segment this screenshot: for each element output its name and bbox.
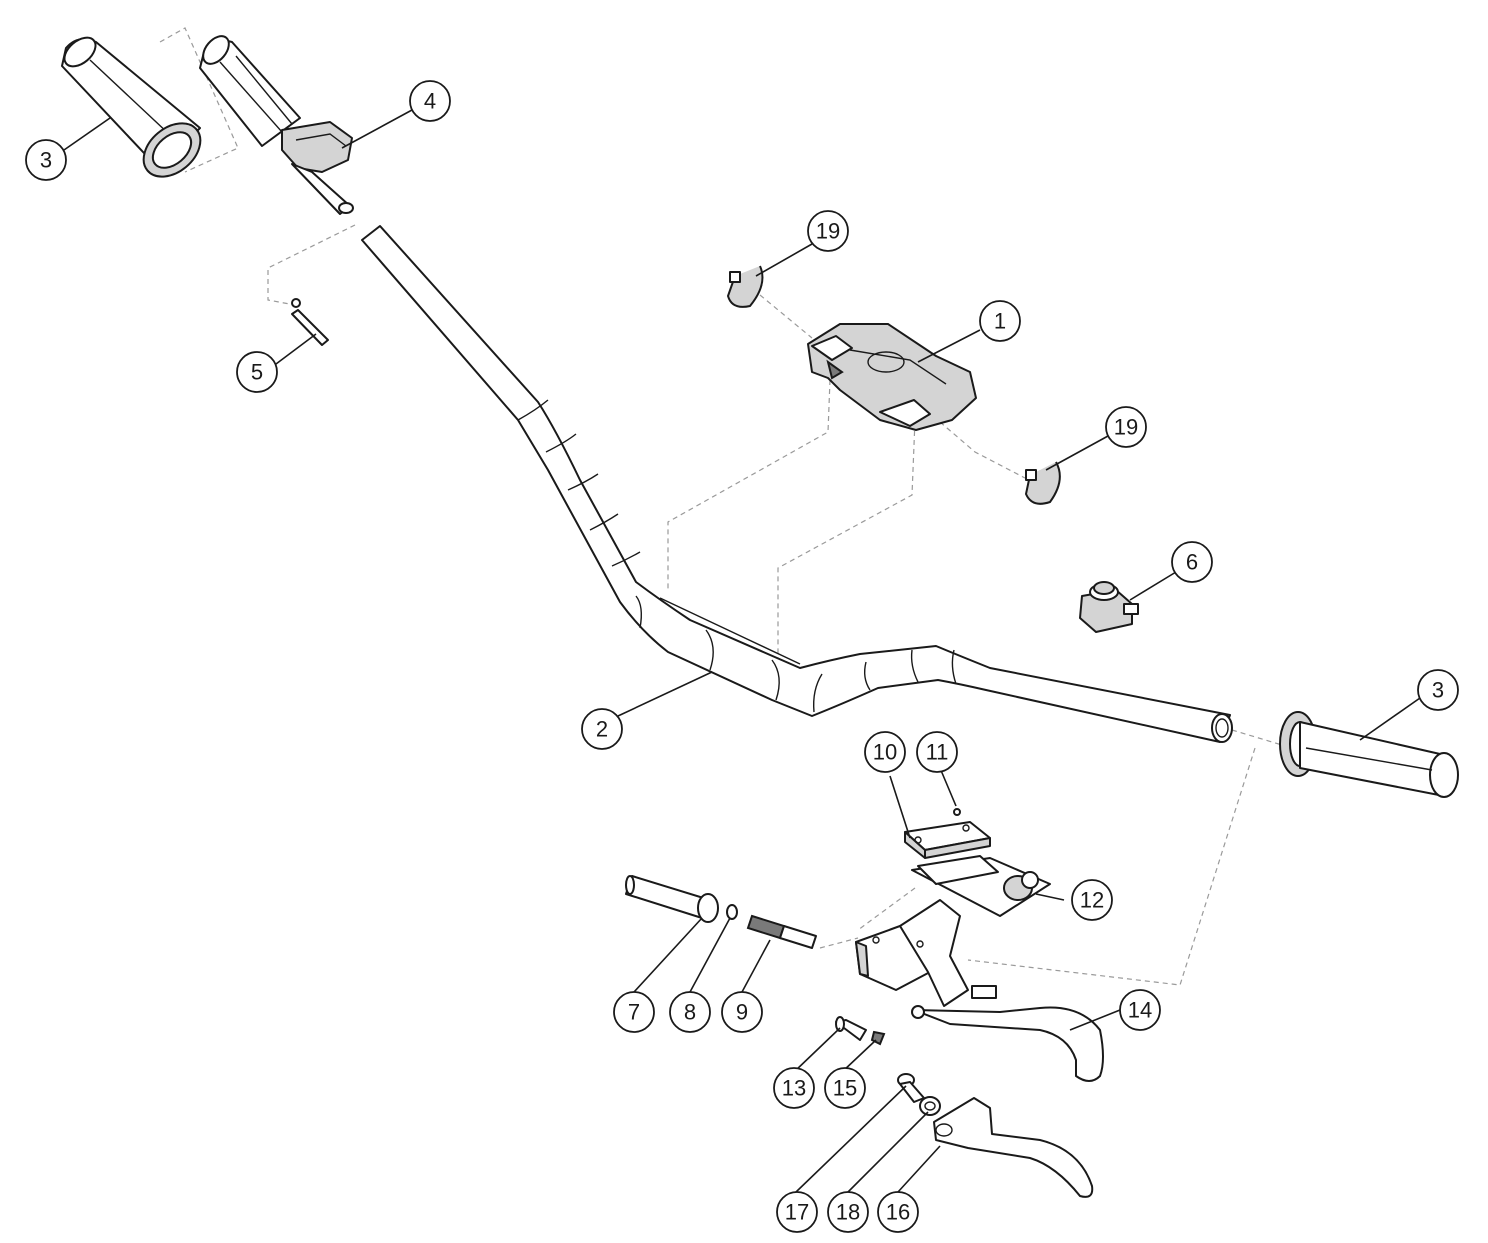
svg-text:3: 3 xyxy=(40,148,52,173)
callout-18: 18 xyxy=(827,1191,869,1233)
svg-text:13: 13 xyxy=(782,1076,806,1101)
svg-text:3: 3 xyxy=(1432,678,1444,703)
svg-text:2: 2 xyxy=(596,717,608,742)
reservoir-cover-assembly xyxy=(904,808,1051,917)
callout-19-upper: 19 xyxy=(807,210,849,252)
handlebar xyxy=(361,225,1233,743)
svg-text:12: 12 xyxy=(1080,888,1104,913)
svg-text:16: 16 xyxy=(886,1200,910,1225)
callout-17: 17 xyxy=(776,1191,818,1233)
switch xyxy=(1079,581,1139,633)
throttle-grip xyxy=(199,35,354,215)
pivot-pin xyxy=(897,1073,925,1103)
callout-19-lower: 19 xyxy=(1105,406,1147,448)
callout-3-left: 3 xyxy=(25,139,67,181)
svg-text:19: 19 xyxy=(1114,415,1138,440)
callout-14: 14 xyxy=(1119,989,1161,1031)
clutch-lever xyxy=(933,1097,1094,1198)
callout-16: 16 xyxy=(877,1191,919,1233)
callout-11: 11 xyxy=(916,731,958,773)
svg-text:10: 10 xyxy=(873,740,897,765)
handlebar-clamp xyxy=(807,323,977,431)
svg-text:7: 7 xyxy=(628,1000,640,1025)
callout-12: 12 xyxy=(1071,879,1113,921)
svg-text:15: 15 xyxy=(833,1076,857,1101)
callout-3-right: 3 xyxy=(1417,669,1459,711)
callout-6: 6 xyxy=(1171,541,1213,583)
cable-tie-upper xyxy=(727,265,764,308)
assembly-guide-lines xyxy=(159,27,1283,986)
right-grip xyxy=(1279,711,1459,798)
callout-2: 2 xyxy=(581,708,623,750)
svg-text:19: 19 xyxy=(816,219,840,244)
callout-8: 8 xyxy=(669,991,711,1033)
pin xyxy=(291,298,329,346)
leader-lines xyxy=(63,109,1421,1193)
svg-text:9: 9 xyxy=(736,1000,748,1025)
callouts: 3 4 5 19 1 19 6 3 xyxy=(25,80,1459,1233)
callout-15: 15 xyxy=(824,1067,866,1109)
svg-text:17: 17 xyxy=(785,1200,809,1225)
svg-text:14: 14 xyxy=(1128,998,1152,1023)
master-cylinder-lever xyxy=(855,899,1104,1082)
svg-text:4: 4 xyxy=(424,89,436,114)
callout-10: 10 xyxy=(864,731,906,773)
callout-1: 1 xyxy=(979,300,1021,342)
washer xyxy=(726,904,738,920)
svg-text:5: 5 xyxy=(251,360,263,385)
bushing-small xyxy=(919,1096,941,1116)
svg-text:6: 6 xyxy=(1186,550,1198,575)
callout-7: 7 xyxy=(613,991,655,1033)
callout-5: 5 xyxy=(236,351,278,393)
left-grip xyxy=(61,36,202,178)
callout-4: 4 xyxy=(409,80,451,122)
callout-9: 9 xyxy=(721,991,763,1033)
bushing xyxy=(625,875,719,923)
callout-13: 13 xyxy=(773,1067,815,1109)
svg-text:11: 11 xyxy=(926,740,949,765)
svg-text:1: 1 xyxy=(994,309,1006,334)
pivot-bolt xyxy=(835,1016,867,1041)
svg-text:8: 8 xyxy=(684,1000,696,1025)
spring-rod xyxy=(746,914,817,949)
svg-text:18: 18 xyxy=(836,1200,860,1225)
cable-tie-lower xyxy=(1025,461,1061,505)
